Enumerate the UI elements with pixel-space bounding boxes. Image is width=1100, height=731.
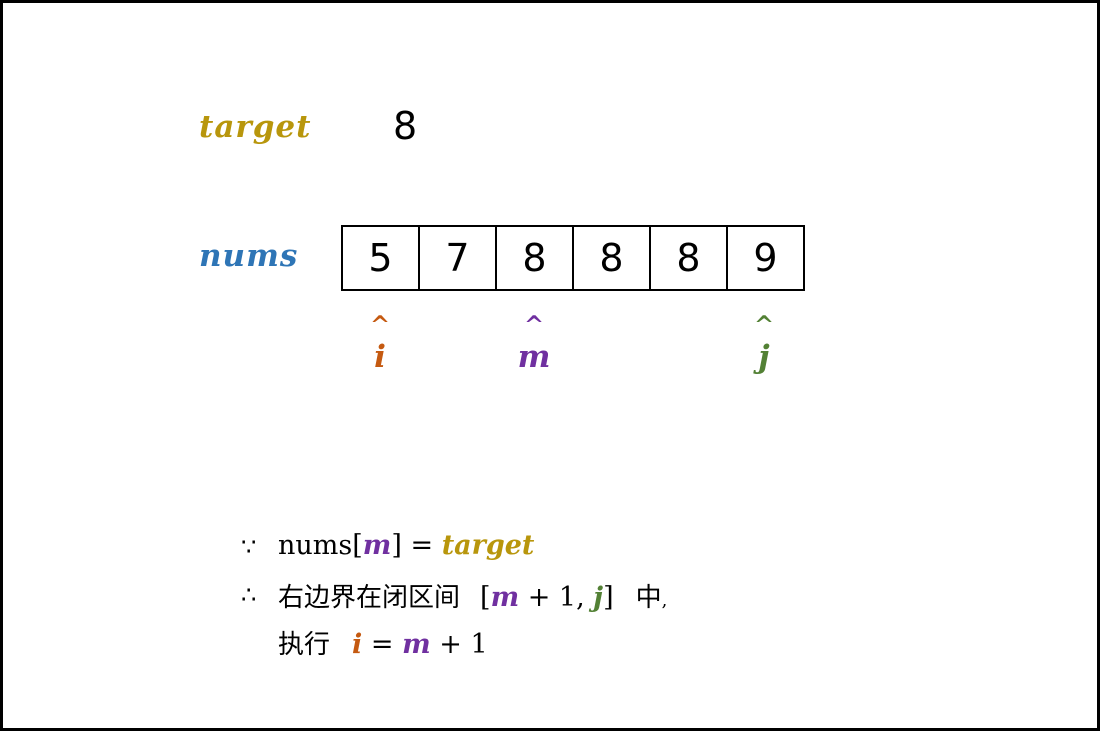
- line3-plus-one: + 1: [430, 629, 488, 660]
- line3-m-var: m: [402, 629, 431, 660]
- explanation-line-1: nums[m] = target: [278, 530, 534, 561]
- line2-tail-cjk: 中: [635, 583, 662, 613]
- explanation-line-2: 右边界在闭区间 [m + 1, j] 中,: [278, 577, 667, 614]
- array-cell-5: 9: [728, 227, 805, 289]
- because-symbol: ∵: [241, 533, 257, 561]
- line3-equals: =: [362, 629, 403, 660]
- line1-equals: ] =: [391, 530, 442, 561]
- pointer-i-caret: ^: [369, 310, 391, 339]
- line1-m-var: m: [362, 530, 392, 561]
- line1-target-var: target: [441, 530, 535, 561]
- line2-plus-one: + 1,: [519, 582, 594, 613]
- pointer-i-name: i: [374, 339, 386, 375]
- target-value: 8: [393, 104, 418, 148]
- array-cell-4: 8: [651, 227, 728, 289]
- line2-open-bracket: [: [480, 582, 491, 613]
- pointer-i: ^ i: [350, 313, 410, 377]
- array-cell-3: 8: [574, 227, 651, 289]
- line2-text: 右边界在闭区间: [278, 583, 461, 613]
- pointer-j-caret: ^: [753, 310, 775, 339]
- nums-array: 5 7 8 8 8 9: [341, 225, 805, 291]
- array-cell-2: 8: [497, 227, 574, 289]
- line2-close-bracket: ]: [603, 582, 614, 613]
- array-cell-0: 5: [343, 227, 420, 289]
- pointer-j: ^ j: [734, 313, 794, 377]
- nums-index-prefix: nums[: [278, 530, 363, 561]
- pointer-j-name: j: [758, 339, 770, 375]
- explanation-line-3: 执行 i = m + 1: [278, 624, 488, 661]
- line3-i-var: i: [352, 629, 363, 660]
- pointer-m: ^ m: [504, 313, 564, 377]
- pointer-m-caret: ^: [523, 310, 545, 339]
- line3-text: 执行: [278, 630, 331, 660]
- array-cell-1: 7: [420, 227, 497, 289]
- pointer-m-name: m: [517, 339, 551, 375]
- nums-label: nums: [199, 238, 299, 274]
- therefore-symbol: ∴: [241, 581, 257, 609]
- line2-m-var: m: [490, 582, 520, 613]
- line2-j-var: j: [593, 582, 604, 613]
- target-label: target: [199, 109, 312, 145]
- line2-tail-comma: ,: [661, 590, 668, 611]
